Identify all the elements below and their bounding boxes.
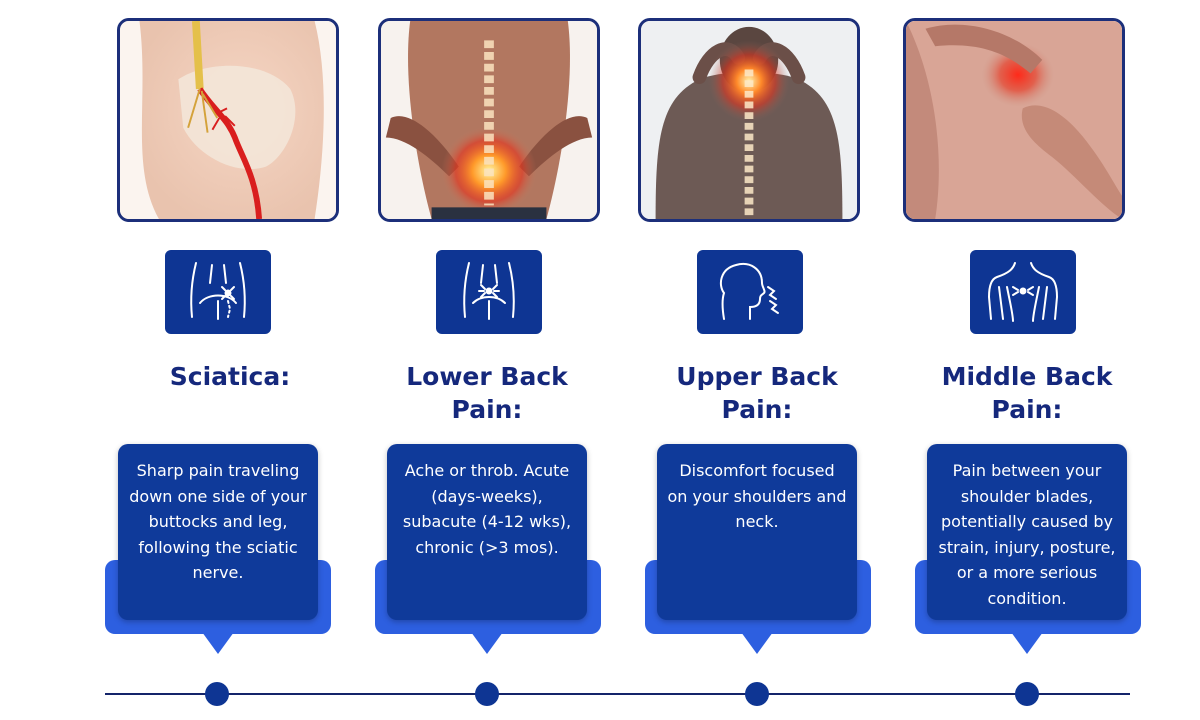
middle-back-description: Pain between your shoulder blades, poten… bbox=[938, 461, 1116, 608]
upper-back-heading: Upper Back Pain: bbox=[676, 362, 838, 424]
timeline-line bbox=[105, 693, 1130, 695]
sciatica-photo bbox=[117, 18, 339, 222]
upper-back-photo bbox=[638, 18, 860, 222]
lower-back-description-card: Ache or throb. Acute (days-weeks), subac… bbox=[387, 444, 587, 620]
upper-back-description: Discomfort focused on your shoulders and… bbox=[667, 461, 847, 531]
upper-back-description-card: Discomfort focused on your shoulders and… bbox=[657, 444, 857, 620]
middle-back-icon bbox=[970, 250, 1076, 334]
lower-back-card-tail bbox=[471, 632, 503, 654]
timeline-dot-middle-back bbox=[1015, 682, 1039, 706]
sciatica-description-card: Sharp pain traveling down one side of yo… bbox=[118, 444, 318, 620]
sciatica-description: Sharp pain traveling down one side of yo… bbox=[129, 461, 307, 582]
lower-back-description: Ache or throb. Acute (days-weeks), subac… bbox=[402, 461, 572, 557]
timeline-dot-lower-back bbox=[475, 682, 499, 706]
timeline-dot-upper-back bbox=[745, 682, 769, 706]
lower-back-icon bbox=[436, 250, 542, 334]
card-upper-back-pain: Upper Back Pain: Discomfort focused on y… bbox=[638, 0, 895, 720]
sciatica-icon bbox=[165, 250, 271, 334]
card-sciatica: Sciatica: Sharp pain traveling down one … bbox=[105, 0, 355, 720]
middle-back-description-card: Pain between your shoulder blades, poten… bbox=[927, 444, 1127, 620]
lower-back-heading: Lower Back Pain: bbox=[406, 362, 568, 424]
timeline-dot-sciatica bbox=[205, 682, 229, 706]
lower-back-photo bbox=[378, 18, 600, 222]
card-lower-back-pain: Lower Back Pain: Ache or throb. Acute (d… bbox=[375, 0, 625, 720]
middle-back-photo bbox=[903, 18, 1125, 222]
upper-back-icon bbox=[697, 250, 803, 334]
middle-back-card-tail bbox=[1011, 632, 1043, 654]
card-middle-back-pain: Middle Back Pain: Pain between your shou… bbox=[903, 0, 1165, 720]
sciatica-heading: Sciatica: bbox=[169, 362, 291, 391]
sciatica-card-tail bbox=[202, 632, 234, 654]
middle-back-heading: Middle Back Pain: bbox=[941, 362, 1113, 424]
upper-back-card-tail bbox=[741, 632, 773, 654]
